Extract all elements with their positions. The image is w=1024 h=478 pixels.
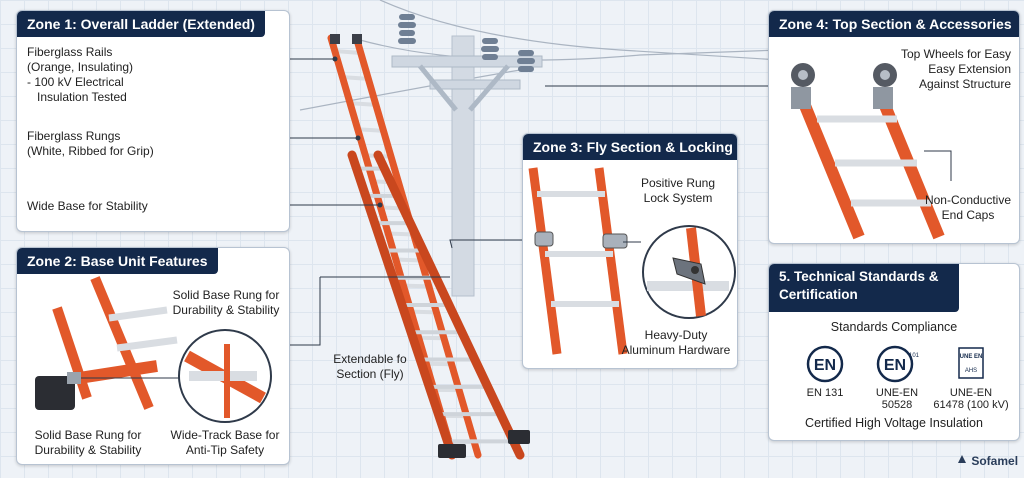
une-logo-sup: AHS xyxy=(965,368,977,374)
zone3-label-hardware: Heavy-Duty Aluminum Hardware xyxy=(617,328,735,358)
badge-une-en-61478: UNE EN AHS UNE-EN 61478 (100 kV) xyxy=(929,344,1013,411)
certification-footer: Certified High Voltage Insulation xyxy=(805,416,983,430)
zone2-title: Zone 2: Base Unit Features xyxy=(17,248,218,274)
badge-une-en-50528: EN 101 UNE-EN 50528 xyxy=(865,344,929,411)
label-line: Against Structure xyxy=(918,77,1011,91)
zone2-label-wide-track: Wide-Track Base for Anti-Tip Safety xyxy=(165,428,285,458)
label-line: Wide-Track Base for xyxy=(170,428,280,442)
label-line: Top Wheels for Easy xyxy=(900,47,1011,61)
label-line: Non-Conductive xyxy=(924,193,1012,207)
base-unit-illustration xyxy=(35,276,272,423)
zone3-panel: Zone 3: Fly Section & Locking Positive R… xyxy=(522,133,738,369)
label-line: Positive Rung xyxy=(640,176,716,190)
zone3-label-rung-lock: Positive Rung Lock System xyxy=(623,176,733,206)
ladder-rung xyxy=(342,75,369,81)
label-line: Insulation Tested xyxy=(37,90,127,104)
en-logo-text: EN xyxy=(814,357,836,374)
label-line: Easy Extension xyxy=(928,62,1011,76)
badge-en131: EN EN 131 xyxy=(795,344,855,399)
label-line: Extendable fo xyxy=(333,352,407,366)
ladder-rung xyxy=(334,49,361,55)
extendable-fly-label: Extendable fo Section (Fly) xyxy=(324,352,416,382)
zone1-label-rails: Fiberglass Rails (Orange, Insulating) - … xyxy=(27,45,133,105)
zone3-title: Zone 3: Fly Section & Locking xyxy=(523,134,737,160)
brand-name: Sofamel xyxy=(971,453,1019,468)
brand-mark-icon xyxy=(956,453,968,468)
zone4-label-wheels: Top Wheels for Easy Easy Extension Again… xyxy=(901,47,1011,92)
zone4-panel: Zone 4: Top Section & Accessories Top Wh… xyxy=(768,10,1020,244)
top-section-illustration xyxy=(791,63,952,240)
zone1-label-base: Wide Base for Stability xyxy=(27,199,148,213)
label-line: (White, Ribbed for Grip) xyxy=(27,144,154,158)
label-line: Section (Fly) xyxy=(336,367,404,381)
ladder-rung xyxy=(418,335,445,341)
une-logo-text: UNE EN xyxy=(960,354,983,360)
en-logo-icon: EN xyxy=(806,345,844,383)
label-line: Durability & Stability xyxy=(34,443,142,457)
utility-pole xyxy=(391,35,543,297)
label-line: Durability & Stability xyxy=(172,303,280,317)
zone4-title: Zone 4: Top Section & Accessories xyxy=(769,11,1019,37)
zone1-label-rungs: Fiberglass Rungs (White, Ribbed for Grip… xyxy=(27,129,154,159)
brand-logo: Sofamel xyxy=(956,453,1018,468)
label-line: - 100 kV Electrical xyxy=(27,75,124,89)
ladder-rung xyxy=(395,257,422,263)
label-line: Solid Base Rung for xyxy=(34,428,142,442)
label-line: Lock System xyxy=(643,191,713,205)
label-line: Fiberglass Rungs xyxy=(27,129,121,143)
zone2-panel: Zone 2: Base Unit Features Solid Base Ru… xyxy=(16,247,290,465)
zone5-title: 5. Technical Standards & Certification xyxy=(769,264,959,312)
standards-subtitle: Standards Compliance xyxy=(830,320,958,334)
label-line: Heavy-Duty xyxy=(644,328,708,342)
en-logo-text: EN xyxy=(884,357,906,374)
zone2-label-base-rung: Solid Base Rung for Durability & Stabili… xyxy=(167,288,285,318)
ladder-rung xyxy=(349,101,377,107)
zone2-label-base-rung-bottom: Solid Base Rung for Durability & Stabili… xyxy=(21,428,155,458)
une-logo-icon: UNE EN AHS xyxy=(958,347,984,379)
label-line: Aluminum Hardware xyxy=(621,343,731,357)
ladder-rung xyxy=(411,309,437,315)
label-line: End Caps xyxy=(941,208,995,222)
label-line: Fiberglass Rails xyxy=(27,45,113,59)
insulators xyxy=(398,14,535,72)
label-line: (Orange, Insulating) xyxy=(27,60,134,74)
en-logo-icon: EN 101 xyxy=(876,345,920,383)
badge-caption: EN 131 xyxy=(806,387,844,399)
ladder-rung xyxy=(388,231,414,237)
zone5-panel: 5. Technical Standards & Certification S… xyxy=(768,263,1020,441)
en-logo-sup: 101 xyxy=(909,353,919,359)
zone1-title: Zone 1: Overall Ladder (Extended) xyxy=(17,11,265,37)
label-line: Solid Base Rung for xyxy=(172,288,280,302)
badge-caption: UNE-EN 61478 (100 kV) xyxy=(933,387,1009,411)
fly-lock-illustration xyxy=(528,167,736,355)
label-line: Anti-Tip Safety xyxy=(185,443,265,457)
main-ladder-base-section xyxy=(330,34,530,460)
zone1-panel: Zone 1: Overall Ladder (Extended) Fiberg… xyxy=(16,10,290,232)
zone4-label-end-caps: Non-Conductive End Caps xyxy=(919,193,1017,223)
ladder-rung xyxy=(403,283,429,289)
ladder-rung xyxy=(357,127,384,133)
badge-caption: UNE-EN 50528 xyxy=(875,387,919,411)
